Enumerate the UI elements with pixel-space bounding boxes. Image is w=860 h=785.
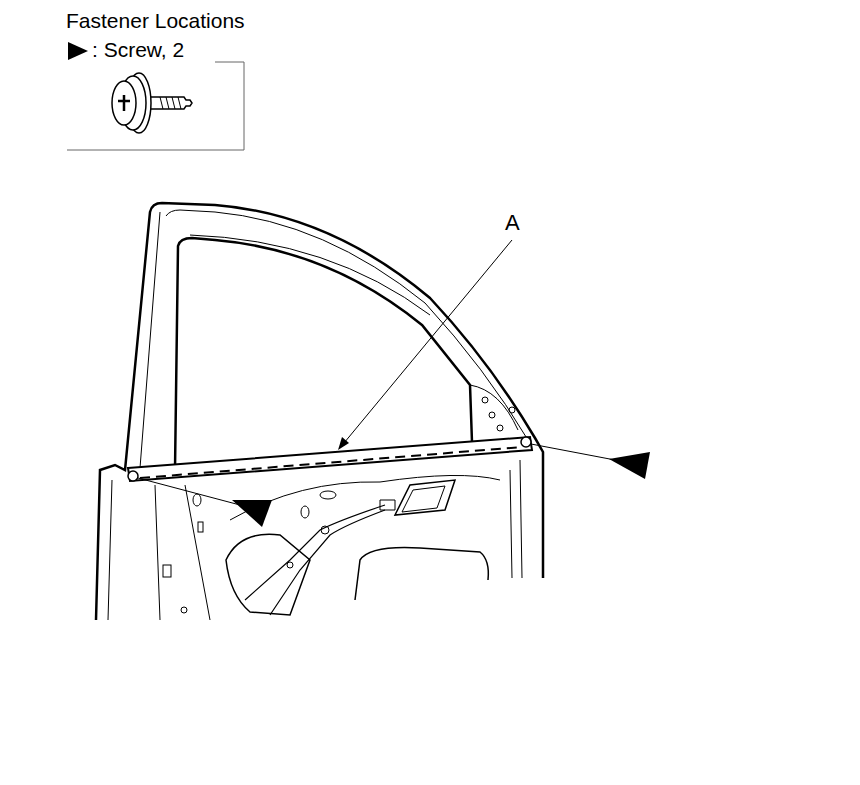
legend-swatch bbox=[66, 40, 90, 62]
screw-icon bbox=[112, 73, 192, 133]
fastener-heading: Fastener Locations bbox=[66, 9, 245, 33]
screw-callout bbox=[138, 444, 650, 527]
leader-line bbox=[338, 240, 512, 450]
legend-text: : Screw, 2 bbox=[92, 38, 184, 62]
part-label: A bbox=[505, 210, 520, 235]
door-panel bbox=[96, 203, 543, 620]
legend-frame bbox=[67, 62, 244, 150]
